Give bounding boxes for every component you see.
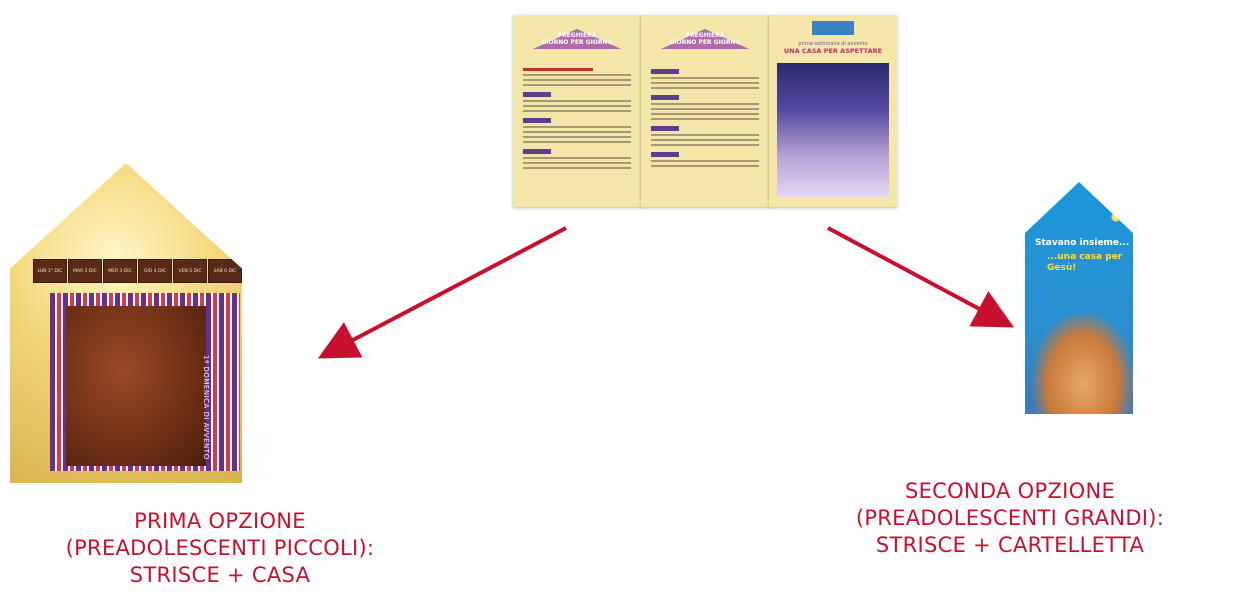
cover-subtitle: prima settimana di avvento	[798, 41, 868, 47]
day-box: MAR 2 DIC	[68, 259, 102, 283]
caption-line: (PREADOLESCENTI GRANDI):	[855, 506, 1165, 530]
logo-badge	[812, 21, 854, 35]
caption-right: SECONDA OPZIONE (PREADOLESCENTI GRANDI):…	[800, 478, 1220, 559]
card-line1: Stavano insieme...	[1035, 238, 1130, 248]
door	[66, 306, 206, 466]
folder-panel-cover: prima settimana di avvento UNA CASA PER …	[769, 15, 897, 207]
panel-title: PREGHIERA GIORNO PER GIORNO	[541, 32, 613, 46]
folder-panel-1: PREGHIERA GIORNO PER GIORNO	[513, 15, 641, 207]
cover-illustration	[777, 63, 889, 197]
card-line2: ...una casa per Gesù!	[1047, 252, 1123, 273]
star-icon	[1111, 212, 1121, 222]
door-label: 1ª DOMENICA DI AVVENTO	[202, 355, 210, 460]
day-box: GIO 4 DIC	[138, 259, 172, 283]
day-box: LUN 1° DIC	[33, 259, 67, 283]
panel-title: PREGHIERA GIORNO PER GIORNO	[669, 32, 741, 46]
kings-illustration	[1033, 314, 1133, 414]
caption-line: SECONDA OPZIONE	[904, 479, 1116, 503]
cover-title: UNA CASA PER ASPETTARE	[783, 47, 883, 55]
prayer-folder: PREGHIERA GIORNO PER GIORNO PREGHIERA GI…	[513, 15, 898, 207]
caption-line: STRISCE + CARTELLETTA	[875, 533, 1145, 557]
caption-line: STRISCE + CASA	[129, 563, 311, 587]
folder-card: Stavano insieme... ...una casa per Gesù!	[1025, 182, 1133, 414]
day-box: MER 3 DIC	[103, 259, 137, 283]
day-box: VEN 5 DIC	[173, 259, 207, 283]
caption-left: PRIMA OPZIONE (PREADOLESCENTI PICCOLI): …	[10, 508, 430, 589]
caption-line: PRIMA OPZIONE	[134, 509, 306, 533]
arrow-right	[827, 226, 1015, 328]
folder-panel-2: PREGHIERA GIORNO PER GIORNO	[641, 15, 769, 207]
arrow-left	[317, 226, 567, 359]
caption-line: (PREADOLESCENTI PICCOLI):	[65, 536, 375, 560]
